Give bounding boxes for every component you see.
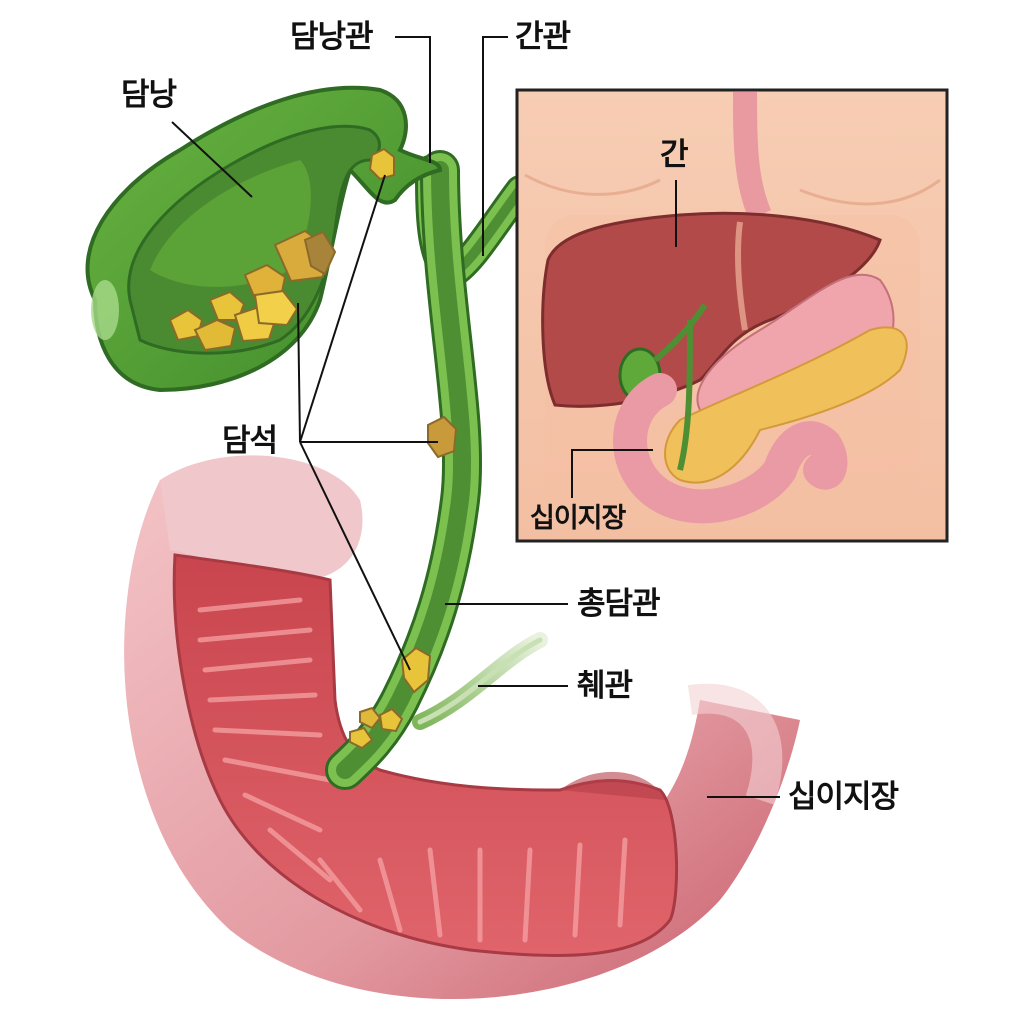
label-gallstones: 담석 [222,423,278,459]
inset-label-liver: 간 [660,137,689,173]
duodenum-illustration [124,455,800,1000]
label-cystic-duct: 담낭관 [290,19,374,55]
inset-panel [515,88,949,543]
label-hepatic-duct: 간관 [515,19,571,55]
label-pancreatic-duct: 췌관 [577,668,633,704]
label-duodenum: 십이지장 [788,779,899,815]
inset-label-duodenum: 십이지장 [530,503,626,534]
duct-gallstones [349,415,458,750]
pancreas-illustration [664,326,908,484]
gallbladder-illustration [85,85,443,393]
gallstone-neck [368,147,395,181]
leader-lines [171,36,780,798]
gallstones-cluster [168,229,337,352]
pancreatic-duct-illustration [412,632,548,730]
label-gallbladder: 담낭 [121,77,177,113]
label-common-bile-duct: 총담관 [577,586,661,622]
